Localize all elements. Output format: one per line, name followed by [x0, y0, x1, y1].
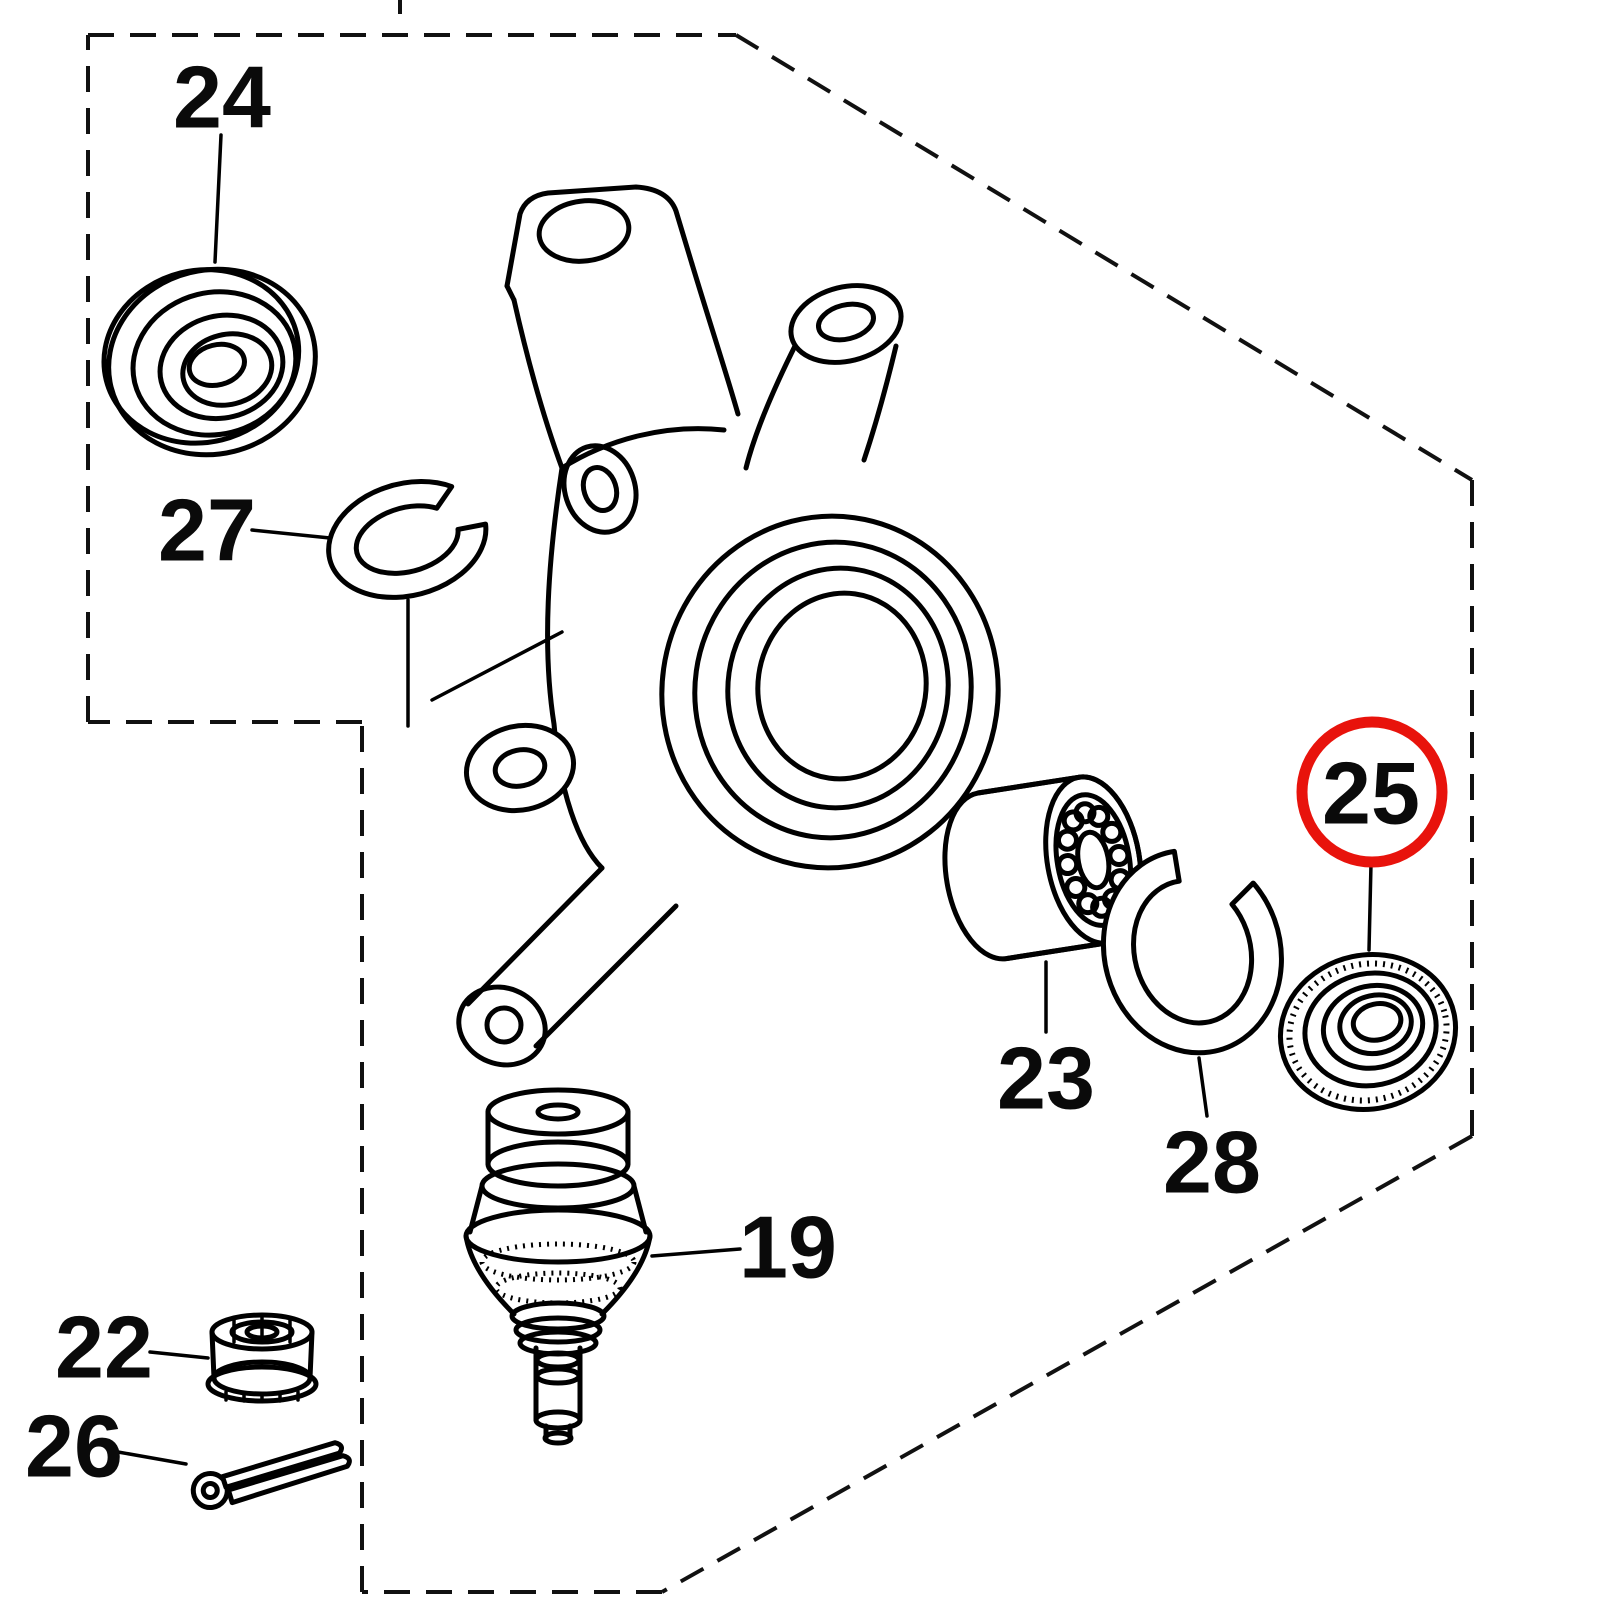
- cotterpin-prong-lower: [225, 1453, 352, 1506]
- knuckle-drawing: [430, 184, 1001, 1068]
- balljoint-boot-ring1: [509, 1300, 607, 1332]
- balljoint-top-face: [485, 1087, 631, 1137]
- balljoint-stud-cap: [533, 1409, 583, 1431]
- snapring28-body: [1100, 848, 1284, 1056]
- knuckle-lower-boss-bore: [492, 747, 548, 789]
- knuckle-hub-flange: [659, 513, 1001, 871]
- bearing-ball: [1055, 828, 1079, 852]
- knuckle-lower-boss: [463, 722, 577, 814]
- leader-part-26: [116, 1450, 188, 1466]
- knuckle-lower-arm-inner: [533, 903, 679, 1049]
- balljoint-boot-ring2: [513, 1315, 603, 1345]
- cotterpin-loop-inner: [200, 1481, 220, 1501]
- knuckle-body-left-edge: [545, 465, 605, 871]
- bearing23-bottom-edge: [1004, 940, 1111, 961]
- knuckle-top-lug-bore: [536, 198, 632, 264]
- knuckle-hub-ring-outer: [692, 539, 974, 841]
- part-27-snap-ring-drawing: [326, 479, 489, 600]
- knuckle-right-strut-edge: [689, 261, 741, 417]
- part-26-cotter-pin-drawing: [190, 1440, 352, 1511]
- leader-part-19: [650, 1247, 742, 1258]
- part-27-label: 27: [158, 481, 256, 580]
- bearing-ball: [1064, 875, 1088, 899]
- knuckle-mid-boss-bore: [580, 465, 620, 513]
- knuckle-upper-arm-right: [861, 343, 899, 463]
- seal24-bore: [186, 341, 247, 388]
- seal24-ring3: [180, 331, 275, 408]
- bearing-ball: [1100, 820, 1124, 844]
- snapring27-body: [326, 479, 489, 600]
- part-25-oil-seal-drawing: [1277, 951, 1459, 1113]
- part-19-ball-joint-drawing: [463, 1087, 653, 1446]
- balljoint-boot-stipple2: [493, 1270, 623, 1306]
- dashed-boundary: [86, 0, 1474, 1594]
- nut-side-left: [209, 1329, 217, 1381]
- knuckle-lower-arm-outer: [465, 865, 605, 1007]
- seal25-ring2: [1320, 982, 1426, 1071]
- part-26-label: 26: [25, 1397, 123, 1496]
- dashed-bottomright-diagonal: [661, 1134, 1473, 1594]
- part-number-labels: 24 27 23 28 25 19 22 26: [25, 48, 1420, 1496]
- bearing23-top-edge: [975, 774, 1082, 796]
- leader-part-22: [148, 1350, 210, 1360]
- knuckle-arm-end-hole: [484, 1005, 524, 1045]
- balljoint-stud-groove1: [534, 1350, 582, 1370]
- part-24-label: 24: [173, 48, 271, 147]
- seal25-ring3: [1337, 992, 1414, 1057]
- seal24-ring1: [130, 289, 299, 438]
- part-25-label: 25: [1322, 744, 1420, 843]
- balljoint-top-hole: [535, 1102, 581, 1122]
- cotterpin-prong-upper: [219, 1440, 344, 1490]
- balljoint-tip-end: [542, 1430, 574, 1446]
- bearing23-bore: [1075, 829, 1112, 891]
- part-19-label: 19: [739, 1198, 837, 1297]
- part-24-seal-drawing: [101, 266, 318, 458]
- leader-part-24: [213, 133, 223, 264]
- balljoint-boot-right: [599, 1233, 653, 1317]
- knuckle-body-top-edge: [559, 426, 727, 471]
- balljoint-stud-groove2: [534, 1366, 582, 1386]
- part-22-castle-nut-drawing: [205, 1312, 319, 1404]
- knuckle-top-lug: [504, 184, 695, 289]
- bearing-ball: [1061, 809, 1085, 833]
- seal24-ring2: [157, 312, 286, 422]
- seal24-rim: [101, 267, 302, 446]
- knuckle-upper-boss-bore: [816, 301, 876, 343]
- knuckle-hub-ring-mid: [725, 565, 951, 811]
- seal25-bore: [1350, 1001, 1404, 1043]
- knuckle-upper-arm-left: [743, 341, 799, 471]
- leader-part-28: [1197, 1056, 1209, 1118]
- leader-lines: [116, 133, 1373, 1466]
- knuckle-reference-line: [430, 630, 564, 702]
- seal25-ring1: [1302, 970, 1439, 1089]
- highlight-circle-part-25: [1296, 716, 1448, 868]
- part-23-label: 23: [997, 1029, 1095, 1128]
- leader-part-25: [1367, 862, 1373, 952]
- leader-part-27: [250, 528, 332, 540]
- knuckle-hub-bore: [755, 590, 929, 782]
- balljoint-boot-left: [463, 1233, 517, 1317]
- knuckle-left-strut-edge: [511, 297, 565, 471]
- knuckle-lug-thickness: [504, 283, 517, 303]
- knuckle-mid-boss: [561, 443, 639, 535]
- nut-side-right: [307, 1329, 315, 1381]
- balljoint-cylinder-bottom: [485, 1139, 631, 1189]
- balljoint-boot-stipple1: [479, 1241, 637, 1283]
- part-22-label: 22: [55, 1298, 153, 1397]
- dashed-topright-diagonal: [734, 33, 1474, 482]
- seal25-stipple-band: [1286, 960, 1450, 1104]
- knuckle-upper-boss: [788, 283, 904, 365]
- part-28-label: 28: [1163, 1113, 1261, 1212]
- knuckle-arm-end: [456, 984, 548, 1068]
- part-28-snap-ring-drawing: [1100, 848, 1284, 1056]
